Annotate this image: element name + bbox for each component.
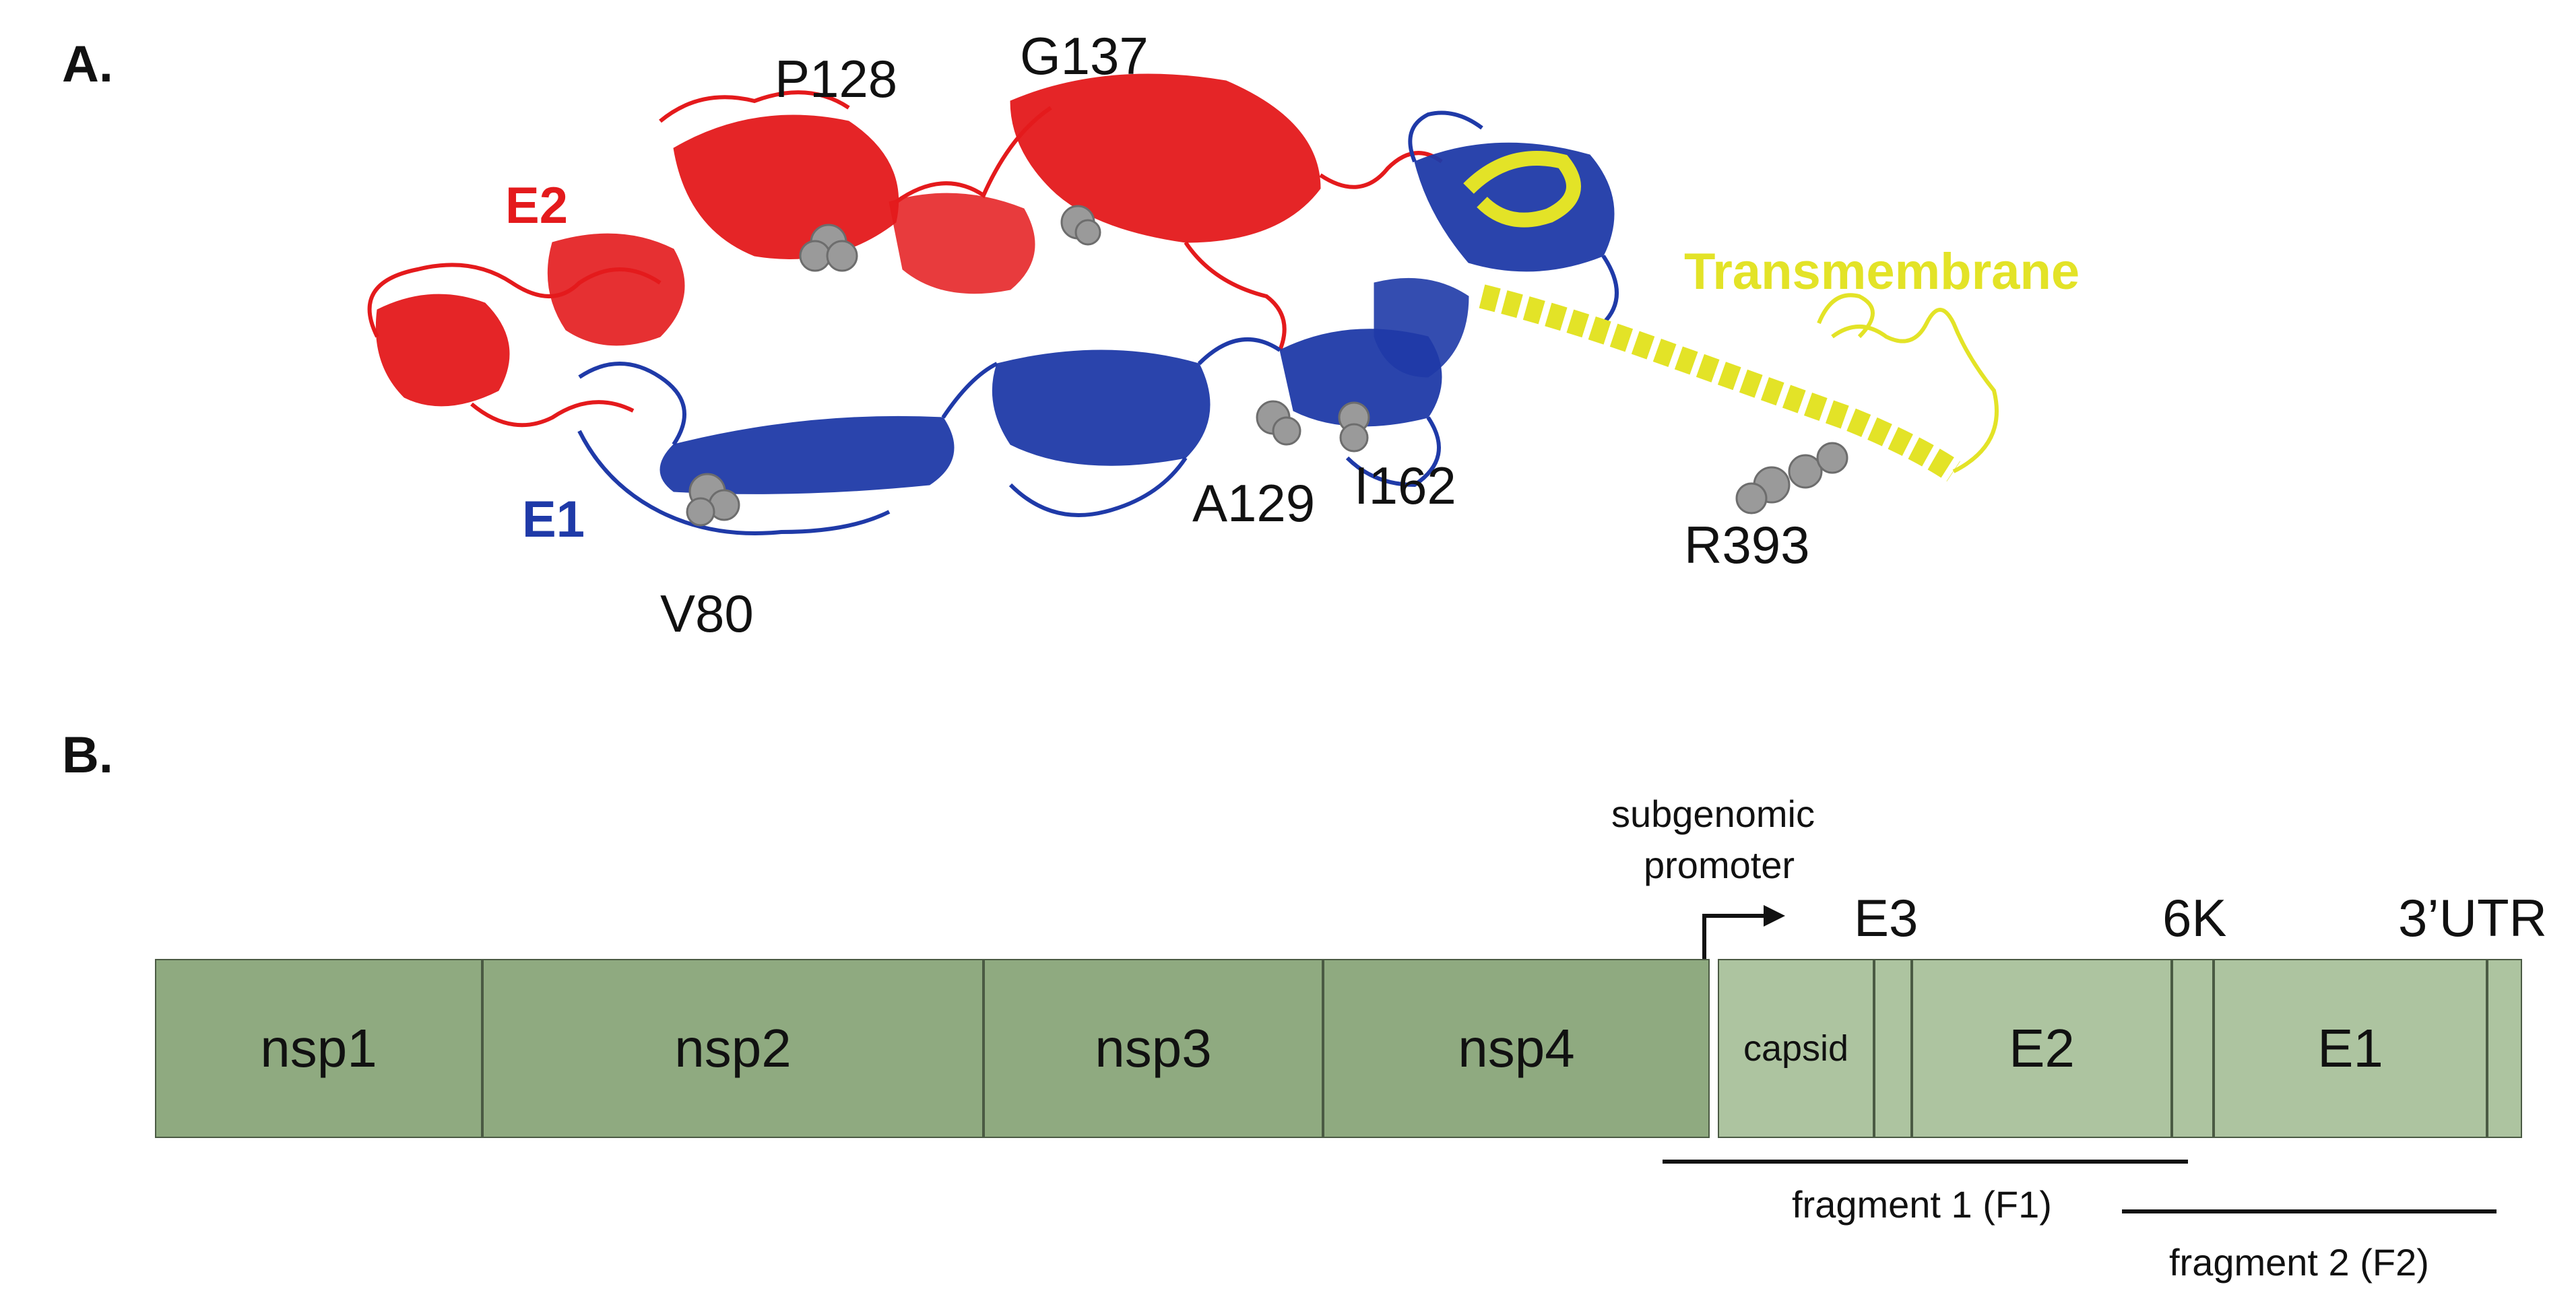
segment-nsp3: nsp3 xyxy=(984,959,1323,1138)
protein-structure-illustration xyxy=(367,73,1999,535)
segment-e3 xyxy=(1874,959,1912,1138)
fragment-2-line xyxy=(2122,1209,2497,1213)
segment-nsp4: nsp4 xyxy=(1323,959,1710,1138)
transmembrane-label: Transmembrane xyxy=(1684,243,2080,300)
residue-i162-label: I162 xyxy=(1354,456,1456,515)
segment-6k xyxy=(2172,959,2214,1138)
segment-e1: E1 xyxy=(2214,959,2487,1138)
panel-b-label: B. xyxy=(62,727,113,784)
transmembrane-cartoon xyxy=(1463,151,1999,482)
segment-capsid: capsid xyxy=(1718,959,1874,1138)
residue-a129-label: A129 xyxy=(1192,473,1316,533)
3utr-label: 3’UTR xyxy=(2398,888,2548,947)
promoter-label-line1: subgenomic xyxy=(1611,793,1815,835)
segment-e2: E2 xyxy=(1912,959,2172,1138)
fragment-2-label: fragment 2 (F2) xyxy=(2169,1241,2429,1283)
segment-3utr xyxy=(2487,959,2522,1138)
segment-nsp2: nsp2 xyxy=(482,959,984,1138)
6k-label: 6K xyxy=(2162,888,2227,947)
residue-v80-label: V80 xyxy=(660,584,754,643)
fragment-1-label: fragment 1 (F1) xyxy=(1792,1183,2052,1226)
e1-chain-label: E1 xyxy=(522,491,585,548)
residue-g137-label: G137 xyxy=(1020,26,1149,86)
residue-spheres xyxy=(686,205,1848,527)
promoter-arrow xyxy=(1702,905,1785,967)
panel-a-label: A. xyxy=(62,36,113,93)
segment-nsp1: nsp1 xyxy=(155,959,482,1138)
e1-chain-cartoon xyxy=(577,110,1619,535)
fragment-1-line xyxy=(1663,1160,2188,1164)
promoter-label-line2: promoter xyxy=(1644,844,1795,886)
e3-label: E3 xyxy=(1854,888,1919,947)
e2-chain-cartoon xyxy=(367,73,1443,428)
residue-p128-label: P128 xyxy=(775,49,898,108)
residue-r393-label: R393 xyxy=(1684,515,1810,574)
e2-chain-label: E2 xyxy=(505,177,568,234)
